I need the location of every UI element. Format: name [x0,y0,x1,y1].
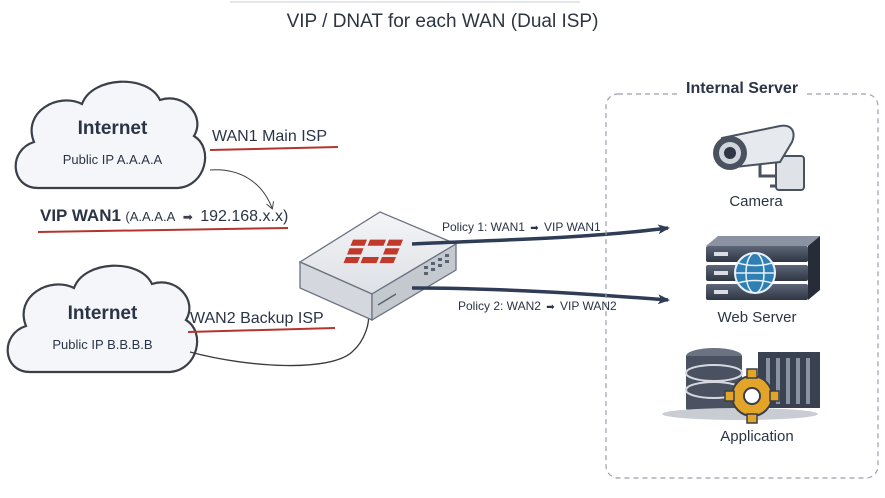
cloud-1-subtitle: Public IP A.A.A.A [62,152,163,167]
web-server-label: Web Server [717,309,797,326]
vip-wan1-label: VIP WAN1 (A.A.A.A ➡ 192.168.x.x) [40,206,288,226]
cloud-shape-1 [14,80,207,190]
cloud-2-subtitle: Public IP B.B.B.B [52,337,153,352]
policy2-arrow [411,286,670,305]
vip-public-ip: (A.A.A.A [125,209,176,224]
policy-1-arrow-glyph: ➡ [530,223,539,234]
policy-1-label: Policy 1: WAN1 ➡ VIP WAN1 [442,220,601,234]
wan2-connector [189,315,370,367]
policy-2-arrow-glyph: ➡ [546,302,555,313]
wan2-underline [187,327,336,333]
wan1-underline [209,146,339,151]
firewall-device [298,211,458,322]
wan2-label: WAN2 Backup ISP [190,310,324,327]
vip-arrow: ➡ [182,210,193,224]
vip-name: VIP WAN1 [40,206,121,225]
camera-label: Camera [729,193,783,210]
cloud-shape-2 [6,264,199,374]
camera-icon [713,124,805,191]
application-icon [662,348,820,424]
internal-server-title: Internal Server [680,80,805,98]
policy-2-prefix: Policy 2: WAN2 [458,299,541,313]
diagram-title: VIP / DNAT for each WAN (Dual ISP) [286,11,599,32]
internal-server-box [605,93,879,479]
vip-underline [37,227,289,233]
web-server-icon [706,236,820,300]
cloud-1-title: Internet [77,118,148,139]
policy-1-prefix: Policy 1: WAN1 [442,220,525,234]
wan1-connector [209,169,272,208]
vip-private-ip: 192.168.x.x) [200,208,289,225]
policy-2-target: VIP WAN2 [560,299,617,313]
wan1-label: WAN1 Main ISP [212,128,327,145]
policy-2-label: Policy 2: WAN2 ➡ VIP WAN2 [458,299,617,313]
policy-1-target: VIP WAN1 [544,220,601,234]
policy1-arrow [411,224,670,246]
cloud-2-title: Internet [67,303,138,324]
application-label: Application [720,428,794,445]
